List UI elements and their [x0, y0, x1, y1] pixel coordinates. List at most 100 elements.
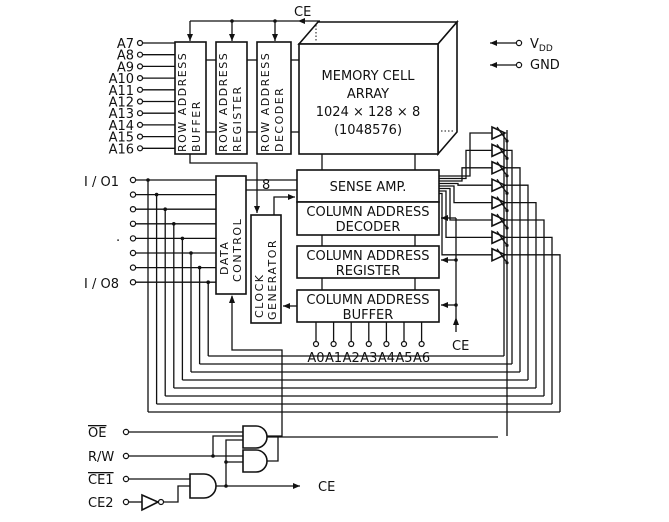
io-pin	[129, 264, 137, 271]
memory-cell-array-block	[297, 19, 459, 157]
clock-generator-label-1: CLOCK	[253, 274, 266, 318]
column-address-pin-label: A5	[395, 351, 412, 366]
column-address-pin-label: A4	[378, 351, 395, 366]
io-pin	[129, 205, 137, 213]
buffer-input-wire	[439, 149, 492, 180]
row-address-pin-label: A9	[117, 60, 134, 75]
row-address-pin-label: A14	[109, 119, 134, 134]
inverter-gate	[141, 493, 160, 512]
ce2-pin	[122, 498, 130, 506]
buffer-output-wire	[505, 184, 529, 380]
column-address-pin-label: A2	[343, 351, 360, 366]
ce1-pin	[122, 475, 130, 483]
rw-pin	[122, 452, 130, 460]
buffer-output-wire	[503, 132, 505, 356]
data-control-block	[215, 175, 247, 295]
vdd-pin	[515, 39, 523, 47]
output-buffers	[439, 125, 561, 436]
column-decoder-label-1: COLUMN ADDRESS	[306, 205, 429, 220]
buffer-input-wire	[439, 167, 492, 182]
io8-label: I / O8	[84, 277, 119, 292]
column-buffer-label-2: BUFFER	[343, 308, 394, 323]
buffer-enable-junction	[505, 209, 509, 213]
column-address-pin	[365, 340, 372, 348]
row-address-pin-label: A16	[109, 142, 134, 157]
buffer-input-wire	[439, 185, 492, 204]
memory-array-label-3: 1024 × 128 × 8	[316, 105, 420, 120]
column-address-pin-label: A0	[307, 351, 324, 366]
column-register-label-2: REGISTER	[336, 264, 401, 279]
vdd-label: VDD	[530, 37, 553, 54]
buffer-output-wire	[505, 219, 545, 396]
oe-pin	[122, 428, 130, 436]
row-address-decoder-block	[256, 41, 292, 155]
column-address-register-block	[296, 245, 440, 279]
buffer-enable	[496, 126, 508, 142]
row-address-pin	[136, 86, 144, 93]
memory-array-label-4: (1048576)	[334, 123, 402, 138]
row-address-pin	[136, 74, 144, 82]
io-pin	[129, 191, 137, 198]
sense-amp-block	[296, 169, 440, 203]
ce-label-column: CE	[452, 339, 469, 354]
buffer-enable	[496, 161, 508, 177]
buffer-enable	[496, 213, 508, 229]
column-address-pin	[400, 340, 408, 348]
row-address-pin-label: A8	[117, 49, 134, 64]
column-address-decoder-block	[296, 201, 440, 236]
row-address-pin-label: A7	[117, 37, 134, 52]
buffer-output-wire	[505, 201, 537, 388]
gnd-label: GND	[530, 58, 560, 73]
column-register-label-1: COLUMN ADDRESS	[306, 249, 429, 264]
data-control-label-2: CONTROL	[231, 218, 244, 282]
buffer-input-wire	[439, 192, 492, 256]
column-buffer-label-1: COLUMN ADDRESS	[306, 293, 429, 308]
buffer-enable-junction	[505, 226, 509, 230]
row-address-pin	[136, 39, 144, 47]
buffer-enable-junction	[505, 174, 509, 178]
row-address-pin-label: A11	[109, 84, 134, 99]
buffer-output-wire	[505, 236, 553, 404]
io-pin	[129, 220, 137, 227]
row-address-pin-label: A10	[109, 72, 134, 87]
sense-amp-label: SENSE AMP.	[330, 180, 407, 195]
buffer-enable	[496, 144, 508, 159]
buffer-enable-junction	[505, 261, 509, 265]
row-address-register-label-2: REGISTER	[231, 85, 244, 152]
bus-width-label: 8	[262, 178, 270, 193]
row-address-pin	[136, 51, 144, 58]
io-pin	[129, 176, 137, 184]
io-pins	[129, 176, 560, 413]
buffer-enable-junction	[505, 156, 509, 160]
row-address-decoder-label-1: ROW ADDRESS	[259, 52, 272, 152]
buffer-input-wire	[439, 182, 492, 186]
io-pin	[129, 279, 137, 286]
row-address-pin	[136, 110, 144, 117]
clock-generator-label-2: GENERATOR	[266, 239, 279, 320]
column-address-pin	[312, 340, 320, 348]
oe-and-gate	[242, 425, 268, 449]
clock-generator-block	[250, 214, 282, 324]
column-address-pin-label: A1	[325, 351, 342, 366]
rw-and-gate	[242, 449, 268, 473]
ce-and-gate	[189, 473, 217, 499]
column-decoder-label-2: DECODER	[336, 220, 401, 235]
row-address-pin	[136, 145, 144, 152]
io1-label: I / O1	[84, 175, 119, 190]
io-ellipsis: ‧	[116, 234, 120, 249]
buffer-enable-junction	[505, 191, 509, 195]
memory-array-label-2: ARRAY	[347, 87, 389, 102]
ce-output-label: CE	[318, 480, 335, 495]
buffer-input-wire	[439, 132, 492, 177]
row-address-pin	[136, 63, 144, 70]
buffer-output-wire	[505, 149, 513, 364]
buffer-input-wire	[439, 187, 492, 221]
ce1-label: CE1	[88, 473, 114, 488]
column-address-pin	[418, 340, 425, 348]
gnd-pin	[515, 61, 523, 69]
column-address-pin	[330, 340, 337, 348]
ce-label-top: CE	[294, 5, 311, 20]
rw-label: R/W	[88, 450, 114, 465]
